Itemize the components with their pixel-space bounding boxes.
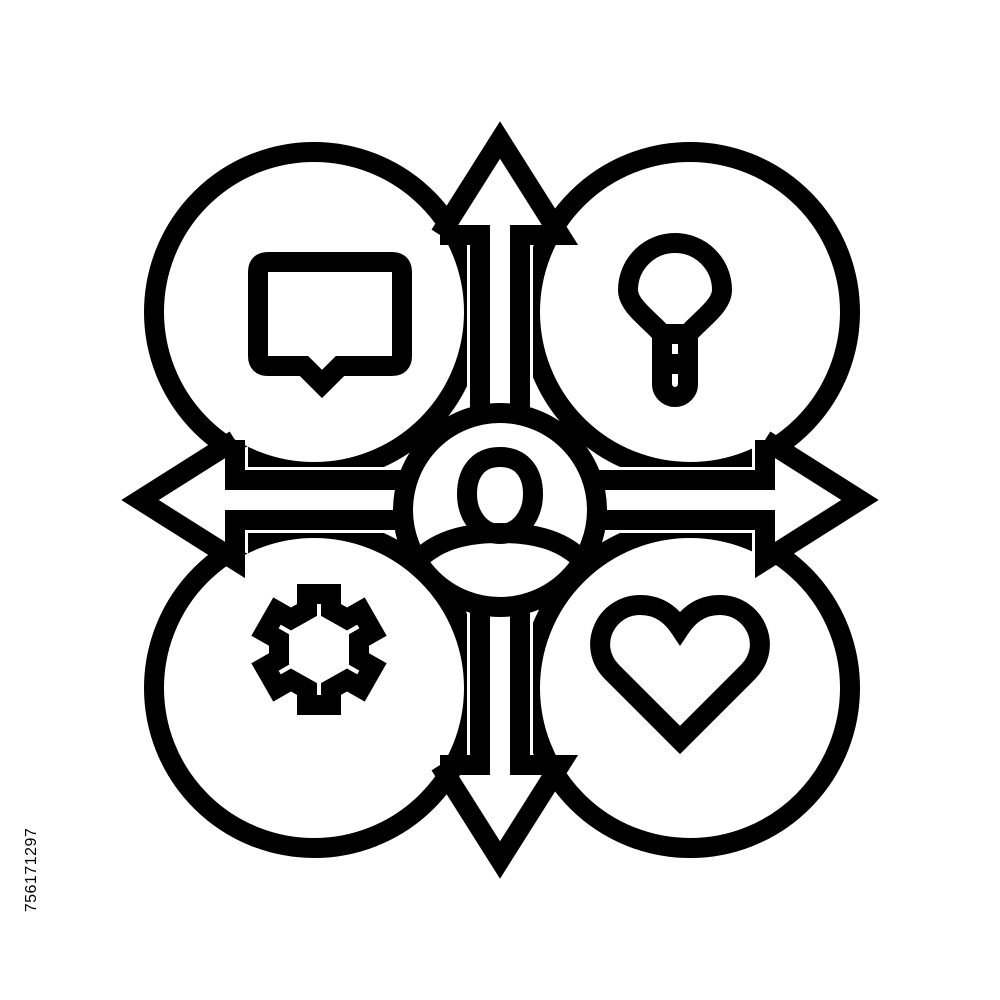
petal-top-right <box>520 142 860 482</box>
vertical-double-arrow <box>431 121 579 879</box>
center-circle <box>393 403 607 617</box>
arrow-left-head <box>121 431 405 579</box>
person-icon <box>393 403 607 617</box>
heart-icon <box>590 594 770 755</box>
arrow-left-shaft-top <box>225 440 405 490</box>
arrow-right-shaft-top <box>595 440 775 490</box>
gear-icon <box>251 584 387 715</box>
arrow-up-shaft-left <box>440 225 490 420</box>
petal-top-left <box>144 142 484 482</box>
lightbulb-base <box>652 334 698 407</box>
lightbulb-icon <box>617 233 733 407</box>
arrow-down-head <box>431 600 579 879</box>
arrow-up-head <box>431 121 579 420</box>
person-shoulders <box>410 522 590 568</box>
stock-id-label: 756171297 <box>22 770 42 970</box>
lightbulb-glass <box>617 233 733 344</box>
horizontal-double-arrow <box>121 431 879 579</box>
arrow-down-shaft-left <box>440 600 490 775</box>
stock-id-text: 756171297 <box>23 827 40 913</box>
arrow-right-head <box>595 431 879 579</box>
chat-bubble-icon <box>248 252 412 399</box>
